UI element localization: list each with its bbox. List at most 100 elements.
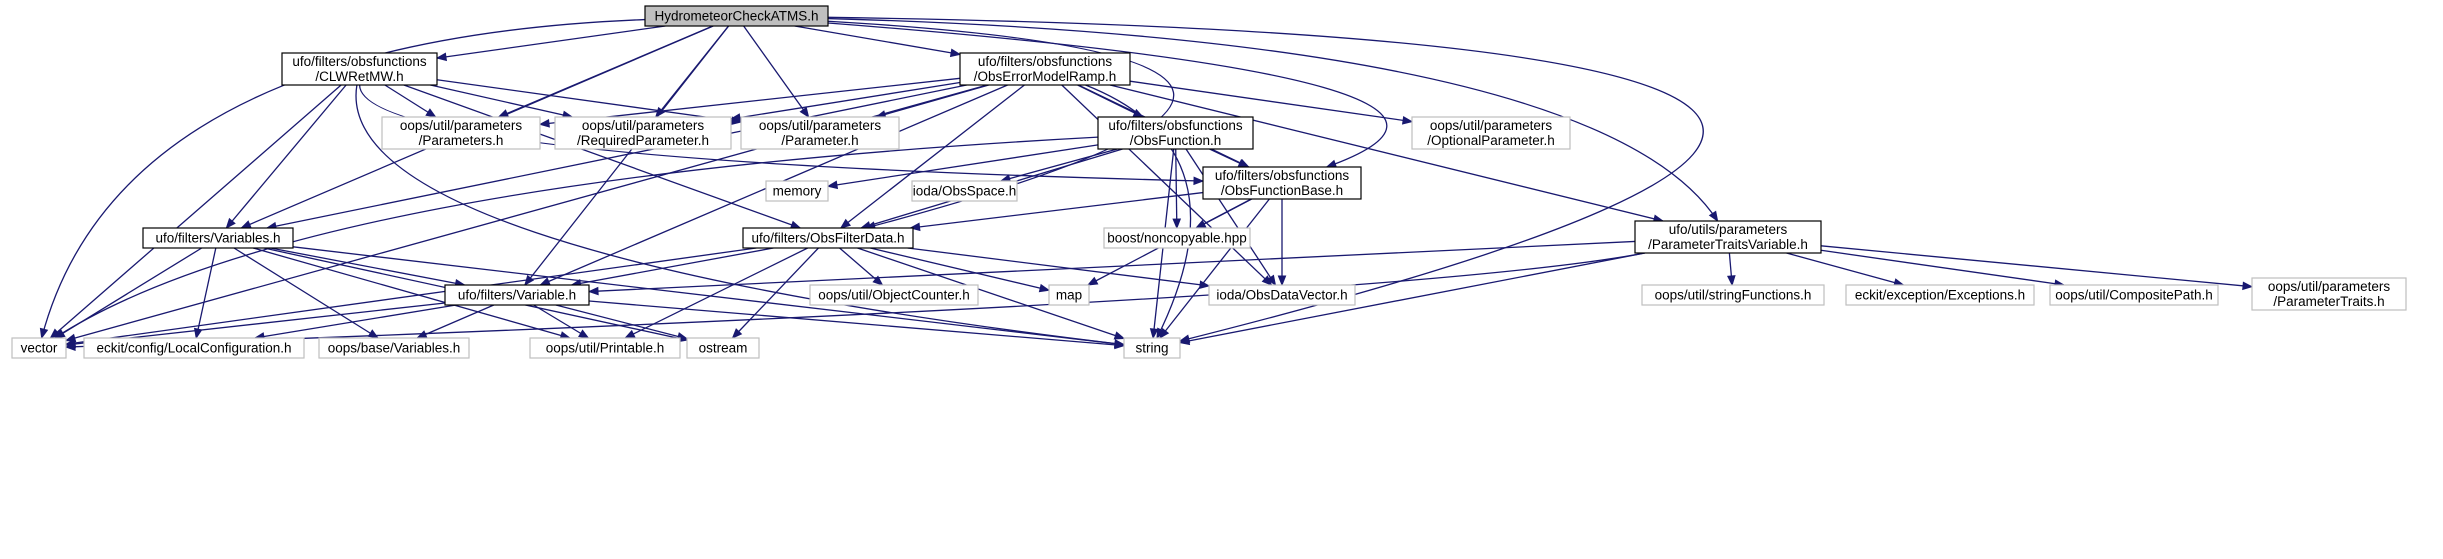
node-label: oops/util/CompositePath.h [2055, 288, 2213, 303]
edge-obsfn-odv [1185, 148, 1276, 286]
edge-oer-ofd [840, 84, 1025, 229]
arrowhead-boost [1172, 218, 1182, 230]
edge-hca-param [743, 25, 810, 118]
edge-ptv-exc [1786, 252, 1904, 286]
edge-ofd-ostream [732, 247, 819, 339]
node-ptraits: oops/util/parameters/ParameterTraits.h [2251, 277, 2407, 311]
arrowhead-vector [54, 329, 66, 339]
node-box-objc [809, 284, 979, 306]
node-clw[interactable]: ufo/filters/obsfunctions/CLWRetMW.h [281, 52, 438, 86]
node-label: ufo/filters/Variable.h [458, 288, 576, 303]
arrowhead-map [1038, 283, 1051, 293]
edge-ptv-ptraits [1820, 245, 2253, 288]
edge-clw-vector [50, 84, 342, 339]
node-label: ioda/ObsSpace.h [913, 184, 1017, 199]
node-label: /OptionalParameter.h [1427, 133, 1555, 148]
node-ofb[interactable]: ufo/filters/obsfunctions/ObsFunctionBase… [1202, 166, 1362, 200]
node-string: string [1123, 337, 1181, 359]
edge-obsfn-boost [1175, 148, 1178, 229]
node-box-var [444, 284, 590, 306]
node-box-clw [281, 52, 438, 86]
node-printable: oops/util/Printable.h [529, 337, 681, 359]
node-label: oops/base/Variables.h [328, 341, 461, 356]
nodes: HydrometeorCheckATMS.h ufo/filters/obsfun… [11, 5, 2407, 359]
node-box-strf [1641, 284, 1825, 306]
node-label: /ObsFunction.h [1130, 133, 1222, 148]
node-ptv[interactable]: ufo/utils/parameters/ParameterTraitsVari… [1634, 220, 1822, 254]
node-label: memory [773, 184, 822, 199]
node-box-reqp [554, 116, 732, 150]
edge-ofd-odv [907, 247, 1210, 287]
arrowhead-printable [624, 329, 636, 339]
node-box-cpath [2049, 284, 2219, 306]
arrowhead-oer [949, 48, 962, 58]
node-box-ofd [742, 227, 914, 249]
edge-oer-string [1085, 84, 1192, 339]
node-label: oops/util/stringFunctions.h [1655, 288, 1812, 303]
edge-clw-string [355, 84, 1125, 346]
node-box-odv [1208, 284, 1356, 306]
node-label: ufo/utils/parameters [1669, 222, 1788, 237]
node-hca[interactable]: HydrometeorCheckATMS.h [644, 5, 829, 27]
node-label: ufo/filters/obsfunctions [1215, 168, 1350, 183]
arrowhead-vector [39, 327, 49, 340]
edge-hca-clw [436, 25, 666, 59]
edge-ofd-map [870, 247, 1050, 291]
node-box-vars [142, 227, 294, 249]
node-box-vector [11, 337, 67, 359]
edge-vars-vector [54, 247, 203, 339]
node-objc: oops/util/ObjectCounter.h [809, 284, 979, 306]
node-var[interactable]: ufo/filters/Variable.h [444, 284, 590, 306]
node-vars[interactable]: ufo/filters/Variables.h [142, 227, 294, 249]
edge-ofd-string [857, 247, 1125, 340]
arrowhead-printable [578, 329, 590, 339]
node-label: oops/util/parameters [400, 118, 523, 133]
edge-hca-string [827, 16, 1704, 342]
edge-hca-ptv [827, 17, 1719, 222]
node-ofd[interactable]: ufo/filters/ObsFilterData.h [742, 227, 914, 249]
node-boost: boost/noncopyable.hpp [1103, 227, 1251, 249]
node-obsfn[interactable]: ufo/filters/obsfunctions/ObsFunction.h [1097, 116, 1254, 150]
edge-var-obv [416, 304, 495, 339]
node-optp: oops/util/parameters/OptionalParameter.h [1411, 116, 1571, 150]
node-label: boost/noncopyable.hpp [1107, 231, 1247, 246]
edge-obsfn-vector [54, 136, 1099, 339]
arrowhead-params [425, 108, 437, 118]
edge-vars-printable [253, 247, 570, 339]
node-label: oops/util/parameters [2268, 279, 2391, 294]
node-label: ufo/filters/ObsFilterData.h [751, 231, 904, 246]
edge-vars-var [270, 247, 465, 286]
node-label: /Parameters.h [419, 133, 504, 148]
node-memory: memory [765, 180, 829, 202]
node-label: /ParameterTraitsVariable.h [1648, 237, 1808, 252]
arrowhead-ofb [1325, 159, 1338, 168]
edge-clw-reqp [430, 84, 573, 118]
node-box-ofb [1202, 166, 1362, 200]
node-label: oops/util/parameters [1430, 118, 1553, 133]
node-label: ostream [699, 341, 748, 356]
arrowhead-optp [1401, 116, 1414, 125]
edge-ptv-vector [65, 252, 1645, 348]
arrowhead-memory [826, 180, 839, 190]
edge-oer-optp [1129, 80, 1413, 123]
node-box-obsspace [911, 180, 1018, 202]
node-oer[interactable]: ufo/filters/obsfunctions/ObsErrorModelRa… [959, 52, 1131, 86]
arrowhead-string [1113, 331, 1126, 340]
node-label: vector [21, 341, 58, 356]
edge-oer-ptv [1109, 84, 1664, 222]
arrowhead-obv [367, 329, 380, 339]
node-label: /ParameterTraits.h [2273, 294, 2384, 309]
node-reqp: oops/util/parameters/RequiredParameter.h [554, 116, 732, 150]
node-strf: oops/util/stringFunctions.h [1641, 284, 1825, 306]
edge-clw-ofd [403, 84, 801, 229]
node-box-obv [318, 337, 470, 359]
node-label: /Parameter.h [781, 133, 858, 148]
edge-ptv-var [588, 240, 1636, 293]
node-map: map [1048, 284, 1090, 306]
node-param: oops/util/parameters/Parameter.h [740, 116, 900, 150]
node-box-ptv [1634, 220, 1822, 254]
arrowhead-string [1159, 327, 1170, 340]
arrowhead-ofd [909, 222, 921, 232]
edge-clw-vars [225, 84, 347, 229]
